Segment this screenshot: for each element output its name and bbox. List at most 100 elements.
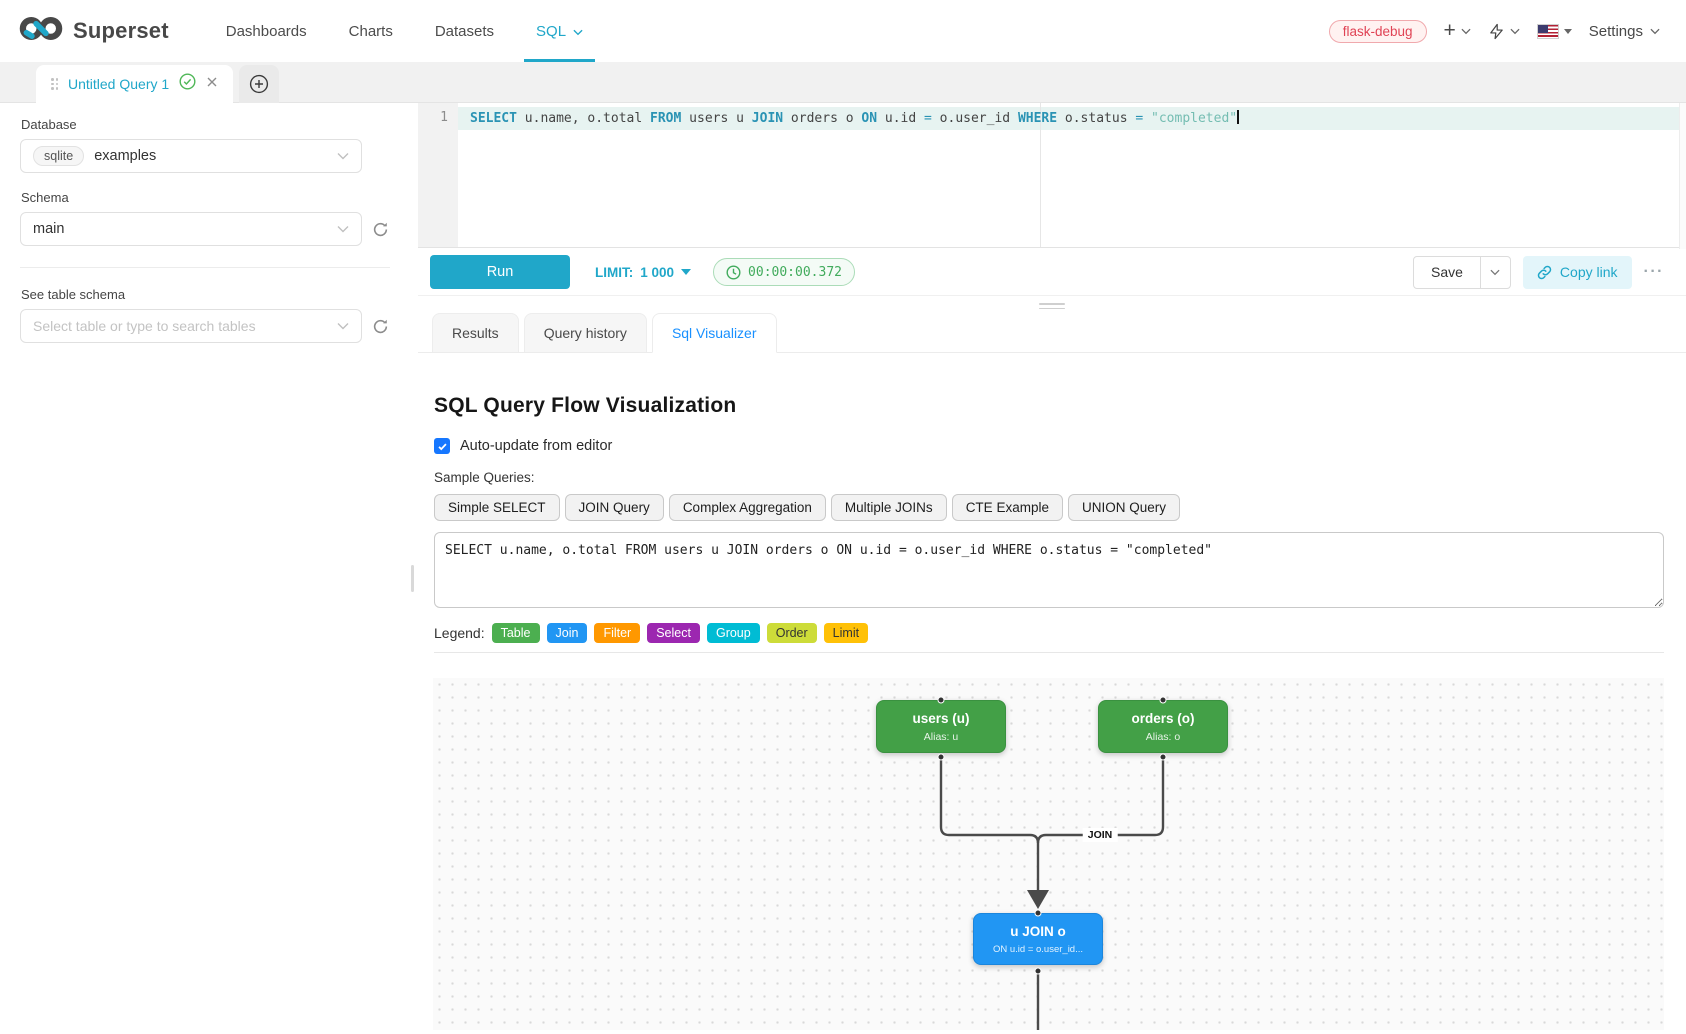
- copy-link-button[interactable]: Copy link: [1522, 255, 1632, 289]
- database-select[interactable]: sqlite examples: [20, 139, 362, 173]
- table-schema-label: See table schema: [21, 287, 126, 302]
- nav-item-dashboards[interactable]: Dashboards: [225, 22, 307, 40]
- legend-chip-table: Table: [491, 623, 540, 643]
- query-search-menu[interactable]: [1488, 23, 1520, 40]
- sample-queries-label: Sample Queries:: [434, 470, 535, 485]
- tab-query-history[interactable]: Query history: [523, 313, 647, 352]
- result-tabs: Results Query history Sql Visualizer: [432, 313, 1686, 353]
- new-query-tab-button[interactable]: [239, 65, 280, 103]
- plus-circle-icon: [250, 74, 269, 94]
- more-actions-button[interactable]: ···: [1643, 263, 1664, 280]
- nav-item-charts[interactable]: Charts: [348, 22, 393, 40]
- node-handle[interactable]: [1034, 909, 1042, 917]
- sql-editor[interactable]: 1 SELECT u.name, o.total FROM users u JO…: [418, 103, 1686, 248]
- clock-icon: [726, 264, 741, 280]
- chevron-down-icon: [337, 322, 349, 330]
- table-node-users[interactable]: users (u) Alias: u: [876, 700, 1006, 753]
- page-title: SQL Query Flow Visualization: [434, 394, 737, 417]
- table-select-placeholder: Select table or type to search tables: [33, 318, 256, 334]
- superset-brand[interactable]: Superset: [18, 14, 169, 48]
- legend-chip-join: Join: [546, 623, 588, 643]
- tab-sql-visualizer[interactable]: Sql Visualizer: [651, 313, 777, 353]
- database-engine-badge: sqlite: [33, 146, 85, 166]
- caret-down-icon: [681, 269, 692, 275]
- auto-update-checkbox[interactable]: [434, 438, 450, 454]
- navbar-right: flask-debug + Settings: [1328, 18, 1660, 43]
- run-button[interactable]: Run: [430, 255, 570, 289]
- nav-item-sql[interactable]: SQL: [515, 0, 604, 62]
- caret-down-icon: [1563, 28, 1572, 34]
- brand-name: Superset: [73, 18, 169, 43]
- editor-toolbar: Run LIMIT: 1 000 00:00:00.372 Save: [418, 249, 1686, 296]
- chevron-down-icon: [1461, 28, 1471, 34]
- print-margin-line: [1040, 103, 1041, 247]
- sql-lab-sidebar: Database sqlite examples Schema main: [0, 103, 418, 1034]
- database-label: Database: [21, 117, 77, 132]
- legend-chip-order: Order: [766, 623, 817, 643]
- schema-value: main: [33, 221, 65, 237]
- limit-dropdown[interactable]: LIMIT: 1 000: [595, 265, 692, 280]
- drag-handle-icon[interactable]: [51, 78, 58, 90]
- table-node-orders[interactable]: orders (o) Alias: o: [1098, 700, 1228, 753]
- chevron-down-icon: [1650, 28, 1660, 34]
- nav-item-datasets[interactable]: Datasets: [434, 22, 495, 40]
- sample-union-query-button[interactable]: UNION Query: [1067, 494, 1180, 521]
- legend-divider: [434, 652, 1664, 653]
- query-timer: 00:00:00.372: [713, 258, 855, 286]
- database-name: examples: [94, 148, 157, 164]
- south-pane: Results Query history Sql Visualizer SQL…: [418, 296, 1686, 1034]
- sample-cte-example-button[interactable]: CTE Example: [951, 494, 1063, 521]
- superset-logo-icon: [18, 14, 64, 48]
- refresh-schema-icon[interactable]: [372, 221, 389, 238]
- refresh-tables-icon[interactable]: [372, 318, 389, 335]
- legend-chip-limit: Limit: [823, 623, 869, 643]
- check-circle-icon: [179, 73, 196, 95]
- settings-menu[interactable]: Settings: [1589, 23, 1660, 40]
- save-split-button[interactable]: Save: [1413, 255, 1511, 289]
- tab-results[interactable]: Results: [432, 313, 519, 352]
- lightning-icon: [1490, 23, 1503, 39]
- join-node[interactable]: u JOIN o ON u.id = o.user_id...: [973, 913, 1103, 965]
- chevron-down-icon: [1490, 269, 1500, 275]
- tabs-underline: [418, 352, 1686, 353]
- sql-code-line: SELECT u.name, o.total FROM users u JOIN…: [470, 107, 1239, 130]
- sample-simple-select-button[interactable]: Simple SELECT: [434, 494, 560, 521]
- schema-select[interactable]: main: [20, 212, 362, 246]
- editor-gutter: 1: [418, 103, 458, 247]
- language-picker[interactable]: [1536, 23, 1572, 39]
- sample-multiple-joins-button[interactable]: Multiple JOINs: [830, 494, 947, 521]
- legend-chip-group: Group: [706, 623, 760, 643]
- link-icon: [1537, 265, 1552, 279]
- sample-complex-aggregation-button[interactable]: Complex Aggregation: [668, 494, 826, 521]
- chevron-down-icon: [337, 152, 349, 160]
- flow-edges: [939, 757, 1165, 1030]
- chevron-down-icon: [573, 23, 583, 40]
- pane-drag-handle[interactable]: [1039, 303, 1065, 309]
- table-select[interactable]: Select table or type to search tables: [20, 309, 362, 343]
- us-flag-icon: [1536, 23, 1559, 39]
- node-handle[interactable]: [1034, 967, 1042, 975]
- sample-join-query-button[interactable]: JOIN Query: [564, 494, 664, 521]
- node-handle[interactable]: [1159, 753, 1167, 761]
- plus-icon: +: [1443, 18, 1456, 42]
- query-tab-active[interactable]: Untitled Query 1: [36, 65, 234, 103]
- close-tab-icon[interactable]: [206, 75, 218, 93]
- active-line-highlight: [458, 107, 1679, 130]
- node-handle[interactable]: [937, 696, 945, 704]
- editor-scrollbar[interactable]: [1679, 103, 1686, 296]
- node-handle[interactable]: [937, 753, 945, 761]
- auto-update-row: Auto-update from editor: [434, 438, 1664, 454]
- legend-row: Legend: Table Join Filter Select Group O…: [434, 623, 1664, 643]
- panel-resize-handle[interactable]: [411, 565, 414, 592]
- sql-input-textarea[interactable]: SELECT u.name, o.total FROM users u JOIN…: [434, 532, 1664, 608]
- save-button[interactable]: Save: [1431, 264, 1463, 280]
- node-handle[interactable]: [1159, 696, 1167, 704]
- query-tabstrip: Untitled Query 1: [0, 62, 1686, 103]
- flow-canvas[interactable]: JOIN users (u) Alias: u orders (o) Alias…: [433, 678, 1664, 1030]
- new-item-menu[interactable]: +: [1443, 18, 1471, 42]
- query-tab-title: Untitled Query 1: [68, 76, 170, 92]
- sample-query-buttons: Simple SELECT JOIN Query Complex Aggrega…: [434, 494, 1664, 521]
- chevron-down-icon: [1510, 28, 1520, 34]
- save-options-button[interactable]: [1479, 256, 1510, 288]
